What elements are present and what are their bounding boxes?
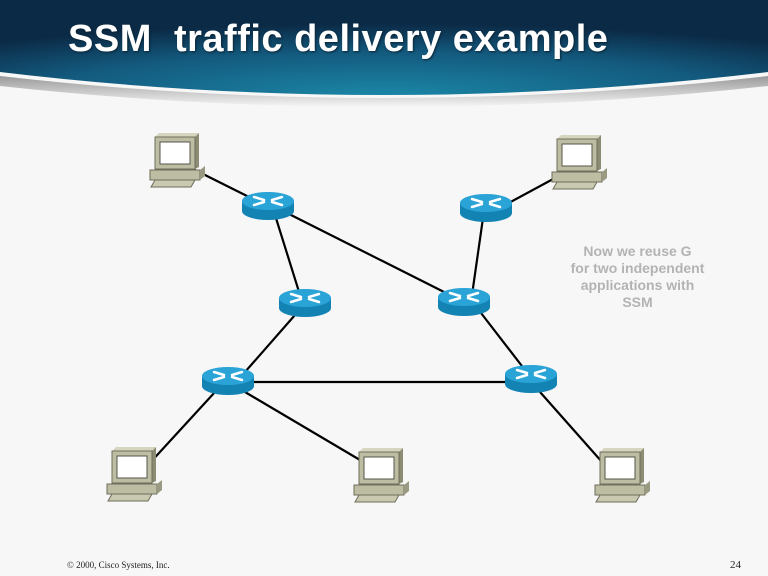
note-line: Now we reuse G — [583, 243, 692, 259]
link-r1-r4 — [284, 211, 451, 296]
router-r5-icon — [200, 365, 256, 397]
host-pc2-icon — [551, 134, 608, 190]
router-r2-icon — [458, 192, 514, 224]
link-r4-r6 — [480, 312, 526, 371]
note-line: for two independent — [570, 260, 705, 276]
slide-title: SSM traffic delivery example — [68, 18, 609, 60]
link-r1-r3 — [273, 214, 302, 296]
link-pc2-r2 — [504, 177, 556, 206]
annotation-note: Now we reuse G for two independent appli… — [555, 243, 720, 311]
host-pc3-icon — [106, 446, 163, 502]
host-pc5-icon — [594, 447, 651, 503]
link-r3-r5 — [244, 314, 296, 373]
note-line: SSM — [622, 294, 653, 310]
router-r6-icon — [503, 363, 559, 395]
host-pc1-icon — [149, 132, 206, 188]
link-r6-pc5 — [539, 391, 603, 463]
page-number: 24 — [730, 559, 741, 571]
footer-copyright: © 2000, Cisco Systems, Inc. — [67, 560, 170, 570]
host-pc4-icon — [353, 447, 410, 503]
link-r5-pc3 — [147, 391, 216, 466]
link-r5-pc4 — [244, 391, 361, 461]
note-line: applications with — [580, 277, 695, 293]
router-r1-icon — [240, 190, 296, 222]
router-r3-icon — [277, 287, 333, 319]
router-r4-icon — [436, 286, 492, 318]
title-banner — [0, 0, 768, 107]
link-r2-r4 — [470, 217, 485, 296]
